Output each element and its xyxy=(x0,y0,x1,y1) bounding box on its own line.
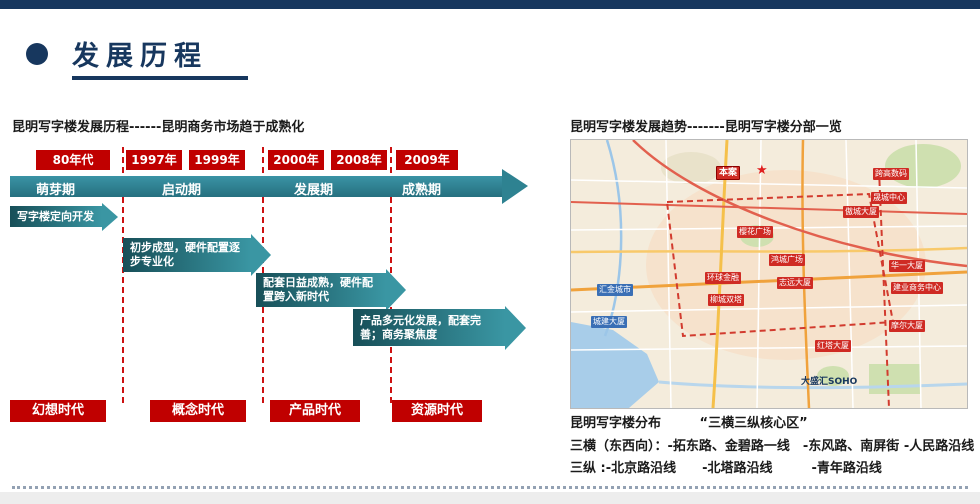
bottom-gray-strip xyxy=(0,492,980,504)
era-label: 概念时代 xyxy=(150,400,246,422)
era-label: 资源时代 xyxy=(392,400,482,422)
map-label: 摩尔大厦 xyxy=(889,320,925,332)
map-section-heading: 昆明写字楼发展趋势-------昆明写字楼分部一览 xyxy=(570,120,842,135)
map-label: 建业商务中心 xyxy=(891,282,943,294)
page-title: 发展历程 xyxy=(72,41,208,72)
map-caption-line-1: 昆明写字楼分布 “三横三纵核心区” xyxy=(570,412,808,431)
phase-label: 成熟期 xyxy=(402,183,442,198)
map-caption-line-3: 三纵 :-北京路沿线 -北塔路沿线 -青年路沿线 xyxy=(570,461,882,476)
timeline-year: 1997年 xyxy=(126,150,182,170)
stage-arrow: 配套日益成熟，硬件配置跨入新时代 xyxy=(256,273,386,307)
stage-arrow-text: 配套日益成熟，硬件配置跨入新时代 xyxy=(263,276,373,303)
map-label: 鸿城广场 xyxy=(769,254,805,266)
timeline-divider xyxy=(122,147,124,403)
top-accent-bar xyxy=(0,0,980,9)
bottom-dotted-divider xyxy=(12,486,968,489)
map-caption-distribution: 昆明写字楼分布 xyxy=(570,416,662,431)
map-label: 城建大厦 xyxy=(591,316,627,328)
timeline-year: 2009年 xyxy=(396,150,458,170)
map-caption-line-2: 三横（东西向）：-拓东路、金碧路一线 -东风路、南屏街 -人民路沿线 xyxy=(570,439,975,454)
map-site-label: 本案 xyxy=(716,166,741,180)
stage-arrow: 产品多元化发展，配套完善；商务聚焦度 xyxy=(353,309,505,346)
stage-arrow-text: 初步成型，硬件配置逐步专业化 xyxy=(130,241,240,268)
map-label: 志远大厦 xyxy=(777,277,813,289)
map-label: 环球金融 xyxy=(705,272,741,284)
timeline-section-heading: 昆明写字楼发展历程------昆明商务市场趋于成熟化 xyxy=(12,120,305,135)
phase-label: 萌芽期 xyxy=(36,183,76,198)
phase-label: 发展期 xyxy=(294,183,334,198)
map-label: 樱花广场 xyxy=(737,226,773,238)
map-label: 大盛汇SOHO xyxy=(801,377,858,387)
title-bullet-icon xyxy=(26,43,48,65)
stage-arrow: 写字楼定向开发 xyxy=(10,206,102,227)
stage-arrow-text: 写字楼定向开发 xyxy=(17,209,94,223)
era-label: 产品时代 xyxy=(270,400,360,422)
title-underline xyxy=(72,76,248,80)
site-star-icon: ★ xyxy=(756,163,768,178)
stage-arrow-text: 产品多元化发展，配套完善；商务聚焦度 xyxy=(360,313,481,341)
timeline-main-arrow: 萌芽期 启动期 发展期 成熟期 xyxy=(10,169,528,204)
map-label: 汇金城市 xyxy=(597,284,633,296)
kunming-office-map: 本案 ★ 晟城中心 跨高数码 傲城大厦 樱花广场 鸿城广场 志远大厦 环球金融 … xyxy=(570,139,968,409)
map-label: 柳城双塔 xyxy=(708,294,744,306)
era-label: 幻想时代 xyxy=(10,400,106,422)
map-label: 红塔大厦 xyxy=(815,340,851,352)
phase-label: 启动期 xyxy=(162,183,202,198)
map-caption-core-area: “三横三纵核心区” xyxy=(699,416,808,431)
stage-arrow: 初步成型，硬件配置逐步专业化 xyxy=(123,238,251,272)
map-label: 跨高数码 xyxy=(873,168,909,180)
timeline-year: 2000年 xyxy=(268,150,324,170)
timeline-year: 80年代 xyxy=(36,150,110,170)
map-label: 华一大厦 xyxy=(889,260,925,272)
map-label: 傲城大厦 xyxy=(843,206,879,218)
kunming-map-graphic xyxy=(571,140,967,408)
timeline-year: 2008年 xyxy=(331,150,387,170)
map-label: 晟城中心 xyxy=(871,192,907,204)
timeline-year: 1999年 xyxy=(189,150,245,170)
